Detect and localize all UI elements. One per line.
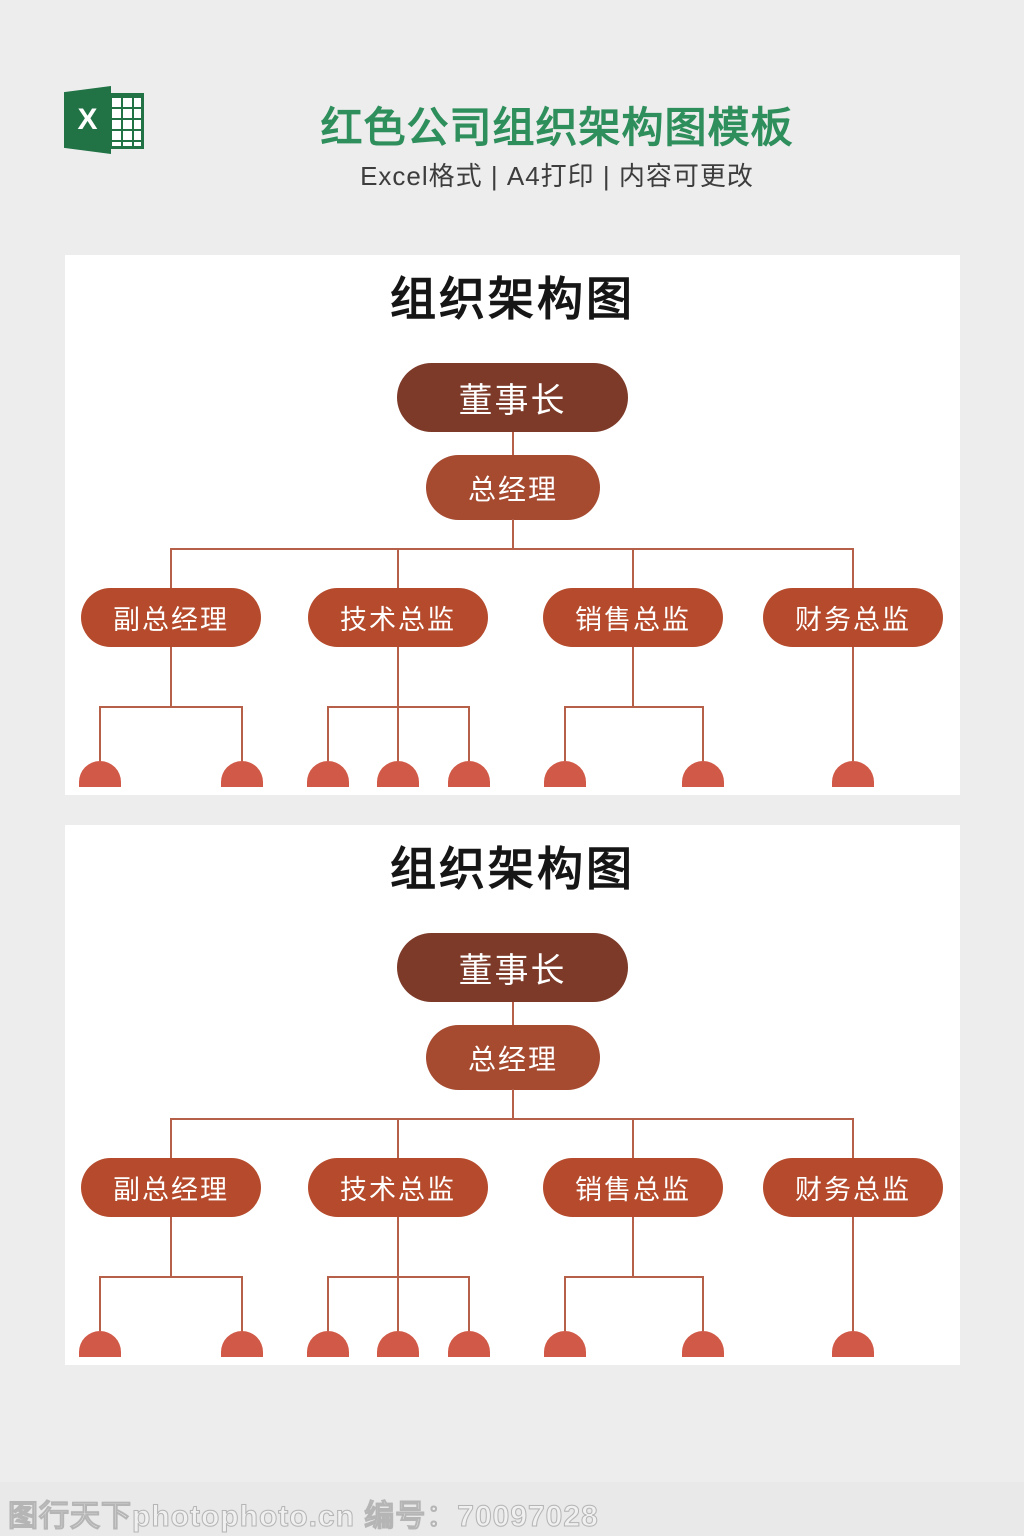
connector-line (512, 432, 514, 455)
subordinate-node (307, 761, 349, 787)
connector-line (327, 706, 470, 708)
subordinate-node (832, 761, 874, 787)
connector-line (852, 548, 854, 588)
connector-line (512, 1089, 514, 1118)
org-node-tech-director: 技术总监 (308, 588, 488, 647)
connector-line (241, 706, 243, 761)
connector-line (99, 706, 101, 761)
org-node-deputy-gm: 副总经理 (81, 1158, 261, 1217)
subordinate-node (221, 1331, 263, 1357)
connector-line (564, 706, 704, 708)
org-node-deputy-gm: 副总经理 (81, 588, 261, 647)
subordinate-node (79, 1331, 121, 1357)
page-subtitle: Excel格式 | A4打印 | 内容可更改 (360, 161, 754, 191)
connector-line (632, 548, 634, 588)
connector-line (170, 1118, 172, 1158)
connector-line (327, 706, 329, 761)
connector-line (99, 706, 243, 708)
connector-line (564, 1276, 704, 1278)
excel-x-icon: X (64, 86, 111, 154)
org-chart-panel: 组织架构图 董事长 总经理 副总经理 技术总监 销售总监 财务总监 (65, 255, 960, 795)
connector-line (170, 1217, 172, 1276)
subordinate-node (448, 761, 490, 787)
org-node-tech-director: 技术总监 (308, 1158, 488, 1217)
org-node-chairman: 董事长 (397, 363, 628, 432)
subordinate-node (377, 1331, 419, 1357)
connector-line (397, 647, 399, 761)
watermark-band (0, 1482, 1024, 1536)
connector-line (327, 1276, 470, 1278)
connector-line (468, 706, 470, 761)
connector-line (564, 1276, 566, 1331)
org-node-chairman: 董事长 (397, 933, 628, 1002)
org-node-general-manager: 总经理 (426, 1025, 600, 1090)
subordinate-node (682, 1331, 724, 1357)
org-node-sales-director: 销售总监 (543, 1158, 723, 1217)
connector-line (852, 1217, 854, 1331)
connector-line (397, 1217, 399, 1331)
org-node-finance-director: 财务总监 (763, 1158, 943, 1217)
connector-line (241, 1276, 243, 1331)
subordinate-node (544, 1331, 586, 1357)
subordinate-node (221, 761, 263, 787)
connector-line (512, 1002, 514, 1025)
excel-icon: X (64, 86, 144, 154)
connector-line (702, 1276, 704, 1331)
subordinate-node (682, 761, 724, 787)
subordinate-node (448, 1331, 490, 1357)
connector-line (512, 519, 514, 548)
connector-line (632, 1217, 634, 1276)
panel-title: 组织架构图 (390, 274, 635, 325)
page-title: 红色公司组织架构图模板 (320, 104, 794, 151)
connector-line (170, 647, 172, 706)
subordinate-node (377, 761, 419, 787)
connector-line (170, 548, 172, 588)
connector-line (327, 1276, 329, 1331)
org-node-general-manager: 总经理 (426, 455, 600, 520)
org-node-sales-director: 销售总监 (543, 588, 723, 647)
connector-line (99, 1276, 101, 1331)
connector-line (632, 647, 634, 706)
connector-line (702, 706, 704, 761)
subordinate-node (832, 1331, 874, 1357)
connector-line (852, 1118, 854, 1158)
org-node-finance-director: 财务总监 (763, 588, 943, 647)
connector-line (99, 1276, 243, 1278)
connector-line (170, 1118, 854, 1120)
connector-line (468, 1276, 470, 1331)
subordinate-node (79, 761, 121, 787)
subordinate-node (307, 1331, 349, 1357)
excel-spreadsheet-grid-icon (107, 93, 144, 149)
subordinate-node (544, 761, 586, 787)
connector-line (170, 548, 854, 550)
watermark-text: 图行天下photophoto.cn 编号：70097028 (8, 1500, 599, 1534)
connector-line (632, 1118, 634, 1158)
panel-title: 组织架构图 (390, 844, 635, 895)
connector-line (397, 1118, 399, 1158)
connector-line (397, 548, 399, 588)
connector-line (852, 647, 854, 761)
org-chart-panel: 组织架构图 董事长 总经理 副总经理 技术总监 销售总监 财务总监 (65, 825, 960, 1365)
connector-line (564, 706, 566, 761)
